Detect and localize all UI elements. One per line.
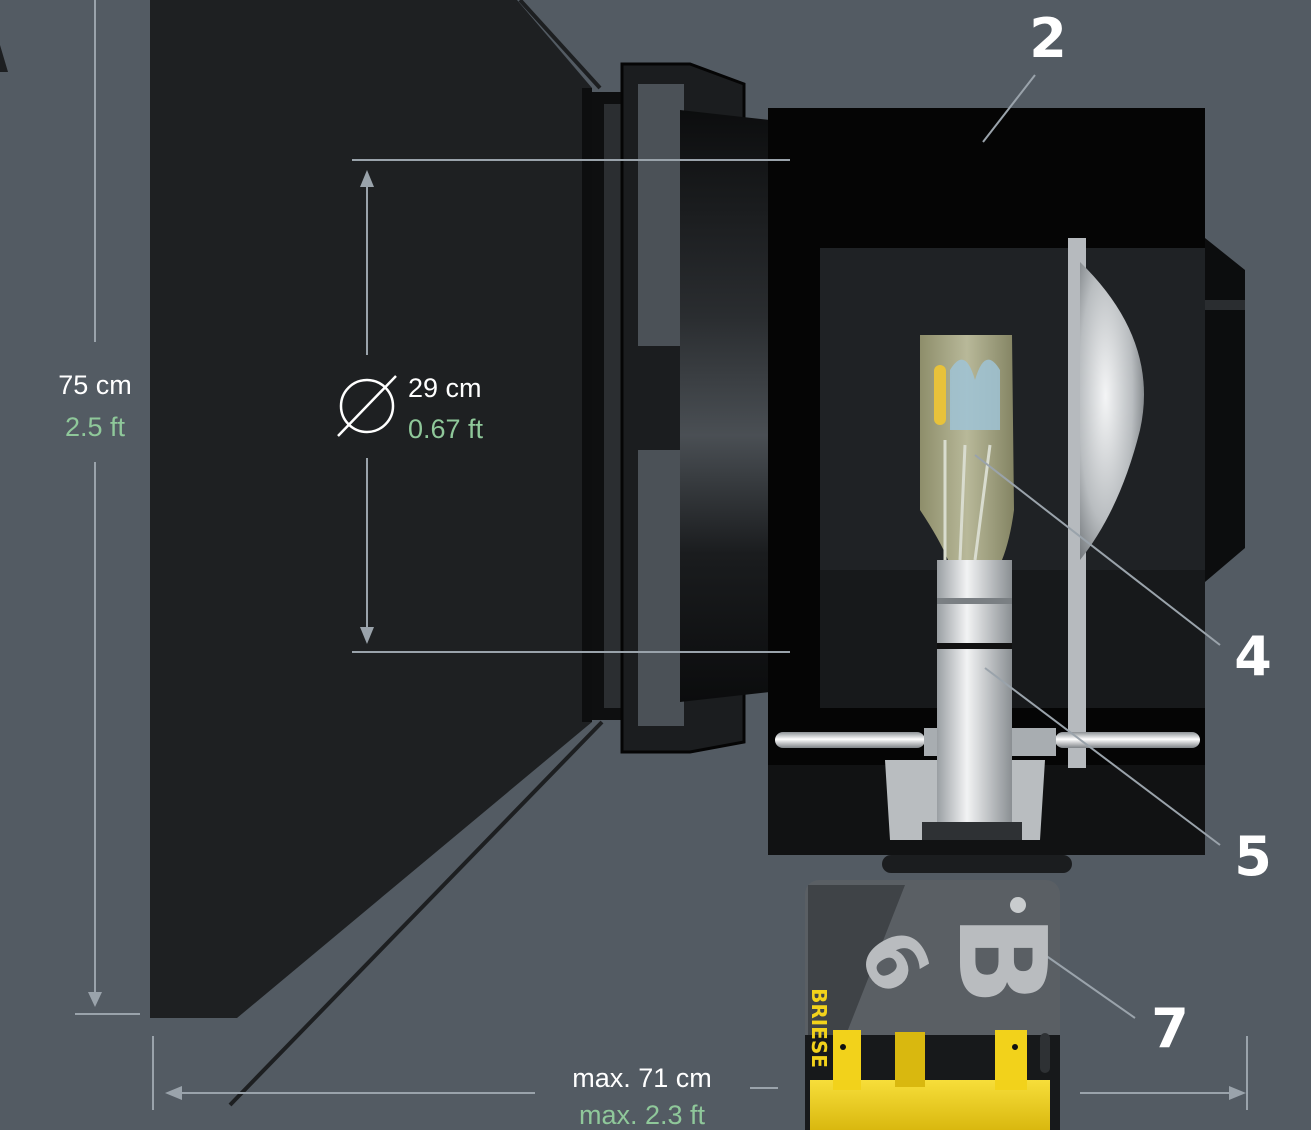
reflector (1080, 262, 1144, 560)
lens-diameter-imperial: 0.67 ft (408, 414, 484, 444)
rod-left (775, 732, 925, 748)
depth-metric: max. 71 cm (572, 1063, 712, 1093)
ballast-brand: BRIESE (807, 988, 831, 1068)
dimension-lines (75, 0, 1248, 1110)
depth-imperial: max. 2.3 ft (579, 1100, 706, 1130)
callout-leaders (974, 74, 1221, 1019)
top-wire (518, 0, 602, 90)
height-metric: 75 cm (58, 370, 132, 400)
arc-electrodes (950, 359, 1000, 430)
front-shutter (150, 0, 592, 1018)
callout-4: 4 (1234, 625, 1272, 688)
lens-diameter-metric: 29 cm (408, 373, 482, 403)
ballast-logo-letter: B (931, 914, 1070, 1005)
edge-fragment (0, 45, 8, 72)
diameter-icon (339, 378, 395, 434)
height-imperial: 2.5 ft (65, 412, 126, 442)
rod-right (1055, 732, 1200, 748)
callout-7: 7 (1151, 997, 1189, 1060)
bottom-wire (228, 720, 604, 1107)
igniter (934, 365, 946, 425)
callout-2: 2 (1029, 7, 1067, 70)
rear-cap (1205, 238, 1245, 582)
callout-5: 5 (1234, 825, 1272, 888)
